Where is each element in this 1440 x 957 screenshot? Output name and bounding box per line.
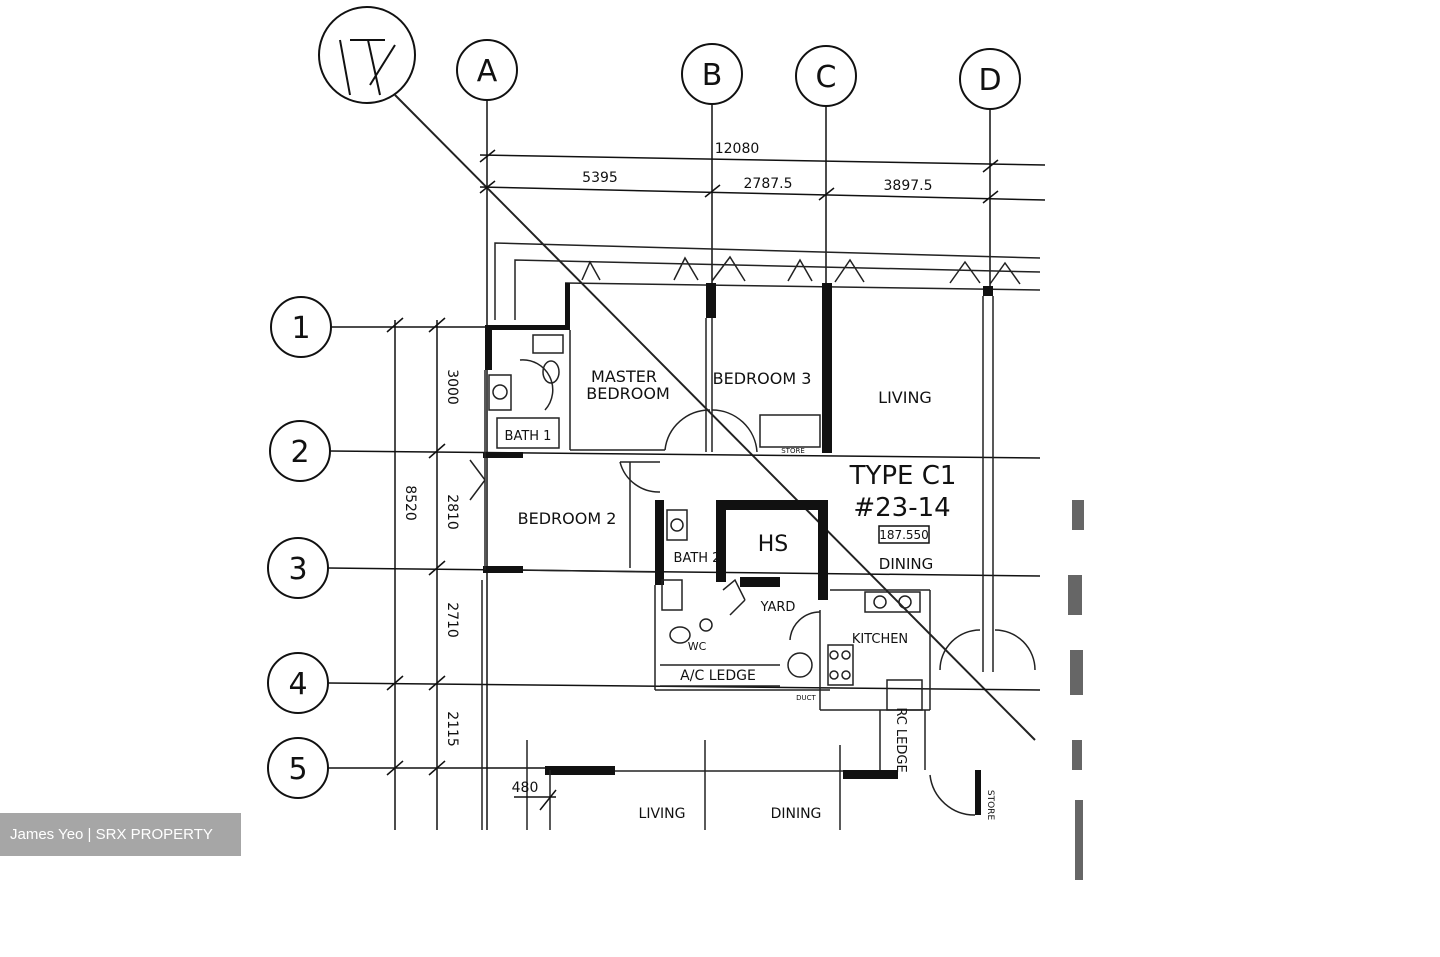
room-label-ac-ledge: A/C LEDGE (680, 668, 756, 684)
unit-type: TYPE C1 (849, 461, 957, 491)
section-line (394, 94, 1036, 741)
top-dimension-lines (479, 149, 1046, 204)
sanitary-fixtures (488, 334, 923, 711)
room-label-bath-1: BATH 1 (505, 429, 552, 444)
room-label-bedroom-2: BEDROOM 2 (518, 509, 617, 528)
room-label-lower-living: LIVING (639, 806, 686, 822)
room-label-duct: DUCT (796, 694, 816, 702)
room-label-lower-dining: DINING (771, 806, 822, 822)
room-label-store-2: STORE (985, 790, 995, 821)
walls (483, 283, 993, 815)
unit-number: #23-14 (853, 493, 950, 523)
dim-overall-depth: 8520 (402, 485, 418, 521)
dim-span-23: 2810 (444, 494, 460, 530)
room-label-dining: DINING (879, 555, 933, 573)
watermark: James Yeo | SRX PROPERTY (0, 813, 241, 856)
left-dimension-lines (386, 317, 446, 830)
unit-area: 187.550 (879, 528, 929, 542)
grid-label-b: B (702, 58, 723, 93)
room-label-bath-2: BATH 2 (674, 551, 721, 566)
door-swings (469, 409, 1036, 816)
grid-label-3: 3 (288, 552, 307, 587)
unit-info: TYPE C1 #23-14 187.550 (849, 461, 957, 544)
room-label-store: STORE (781, 447, 805, 455)
dim-overall-width: 12080 (715, 141, 760, 157)
room-label-yard: YARD (760, 600, 796, 615)
room-label-master-2: BEDROOM (586, 384, 670, 403)
grid-label-1: 1 (291, 311, 310, 346)
north-arrow-icon (318, 6, 416, 104)
dim-span-34: 2710 (444, 602, 460, 638)
room-label-kitchen: KITCHEN (852, 632, 908, 647)
dim-span-ab: 5395 (582, 170, 618, 186)
grid-label-4: 4 (288, 667, 307, 702)
dim-span-12: 3000 (444, 369, 460, 405)
window-swings (581, 255, 1021, 285)
room-label-wc: WC (688, 640, 707, 653)
dim-span-bc: 2787.5 (744, 176, 793, 192)
room-label-master-1: MASTER (591, 367, 657, 386)
room-label-rc-ledge: RC LEDGE (893, 707, 908, 772)
room-label-hs: HS (758, 532, 789, 557)
grid-row-bubbles: 1 2 3 4 5 (267, 296, 332, 799)
interior-walls (481, 296, 994, 830)
dim-span-45: 2115 (444, 711, 460, 747)
dim-span-cd: 3897.5 (884, 178, 933, 194)
scan-artifacts (1068, 500, 1084, 880)
room-label-living: LIVING (878, 388, 932, 407)
grid-label-c: C (816, 60, 837, 95)
grid-label-2: 2 (290, 435, 309, 470)
grid-label-d: D (978, 63, 1001, 98)
room-label-bedroom-3: BEDROOM 3 (713, 369, 812, 388)
grid-column-bubbles: A B C D (456, 39, 1021, 110)
dim-offset: 480 (512, 780, 539, 796)
grid-label-5: 5 (288, 752, 307, 787)
room-labels: MASTER BEDROOM BEDROOM 3 LIVING BEDROOM … (505, 367, 995, 822)
building-outline (494, 242, 1041, 320)
grid-label-a: A (477, 54, 498, 89)
